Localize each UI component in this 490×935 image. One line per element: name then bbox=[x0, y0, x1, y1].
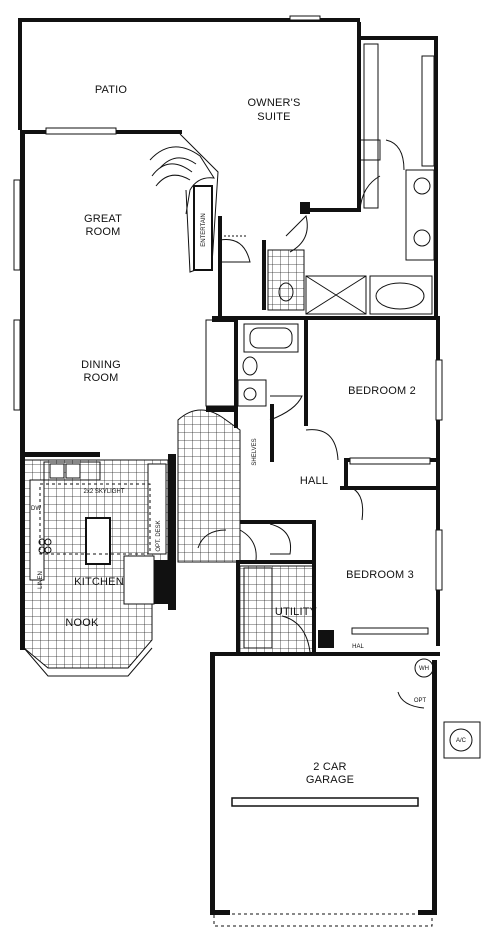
label-bedroom2: BEDROOM 2 bbox=[348, 385, 416, 397]
label-owners-suite-1: OWNER'S bbox=[247, 97, 300, 109]
master-bath bbox=[278, 43, 435, 315]
equipment bbox=[414, 658, 481, 759]
garage-door bbox=[213, 797, 433, 927]
label-dining-1: DINING bbox=[81, 359, 121, 371]
label-shelves: SHELVES bbox=[252, 438, 258, 465]
hall-bath bbox=[205, 319, 299, 407]
label-ac: A/C bbox=[456, 738, 467, 744]
label-great-room-1: GREAT bbox=[84, 213, 122, 225]
label-garage-2: GARAGE bbox=[306, 774, 354, 786]
label-great-room-2: ROOM bbox=[85, 226, 120, 238]
fixture-labels: 2x2 SKYLIGHT DW LINEN SHELVES OPT. DESK … bbox=[31, 438, 467, 744]
label-dw: DW bbox=[31, 506, 41, 512]
label-utility: UTILITY bbox=[275, 606, 318, 618]
label-kitchen: KITCHEN bbox=[74, 576, 124, 588]
label-entertain: ENTERTAIN bbox=[201, 213, 207, 246]
label-skylight: 2x2 SKYLIGHT bbox=[83, 489, 124, 495]
label-nook: NOOK bbox=[65, 617, 99, 629]
label-linen: LINEN bbox=[38, 571, 44, 589]
label-patio: PATIO bbox=[95, 84, 128, 96]
label-garage-1: 2 CAR bbox=[313, 761, 346, 773]
label-opt-desk: OPT. DESK bbox=[156, 520, 162, 551]
windows bbox=[13, 15, 443, 635]
label-hall: HALL bbox=[300, 475, 328, 487]
label-owners-suite-2: SUITE bbox=[257, 111, 290, 123]
label-opt: OPT bbox=[414, 698, 427, 704]
room-labels: PATIO OWNER'S SUITE GREAT ROOM DINING RO… bbox=[65, 84, 416, 786]
label-wh: WH bbox=[419, 666, 429, 672]
nook-bay bbox=[23, 647, 153, 677]
entertainment-unit bbox=[193, 185, 213, 271]
utility-room bbox=[243, 567, 334, 649]
counters bbox=[29, 461, 167, 605]
doors bbox=[197, 139, 425, 709]
label-dining-2: ROOM bbox=[83, 372, 118, 384]
label-bedroom3: BEDROOM 3 bbox=[346, 569, 414, 581]
label-hal: HAL bbox=[352, 644, 364, 650]
